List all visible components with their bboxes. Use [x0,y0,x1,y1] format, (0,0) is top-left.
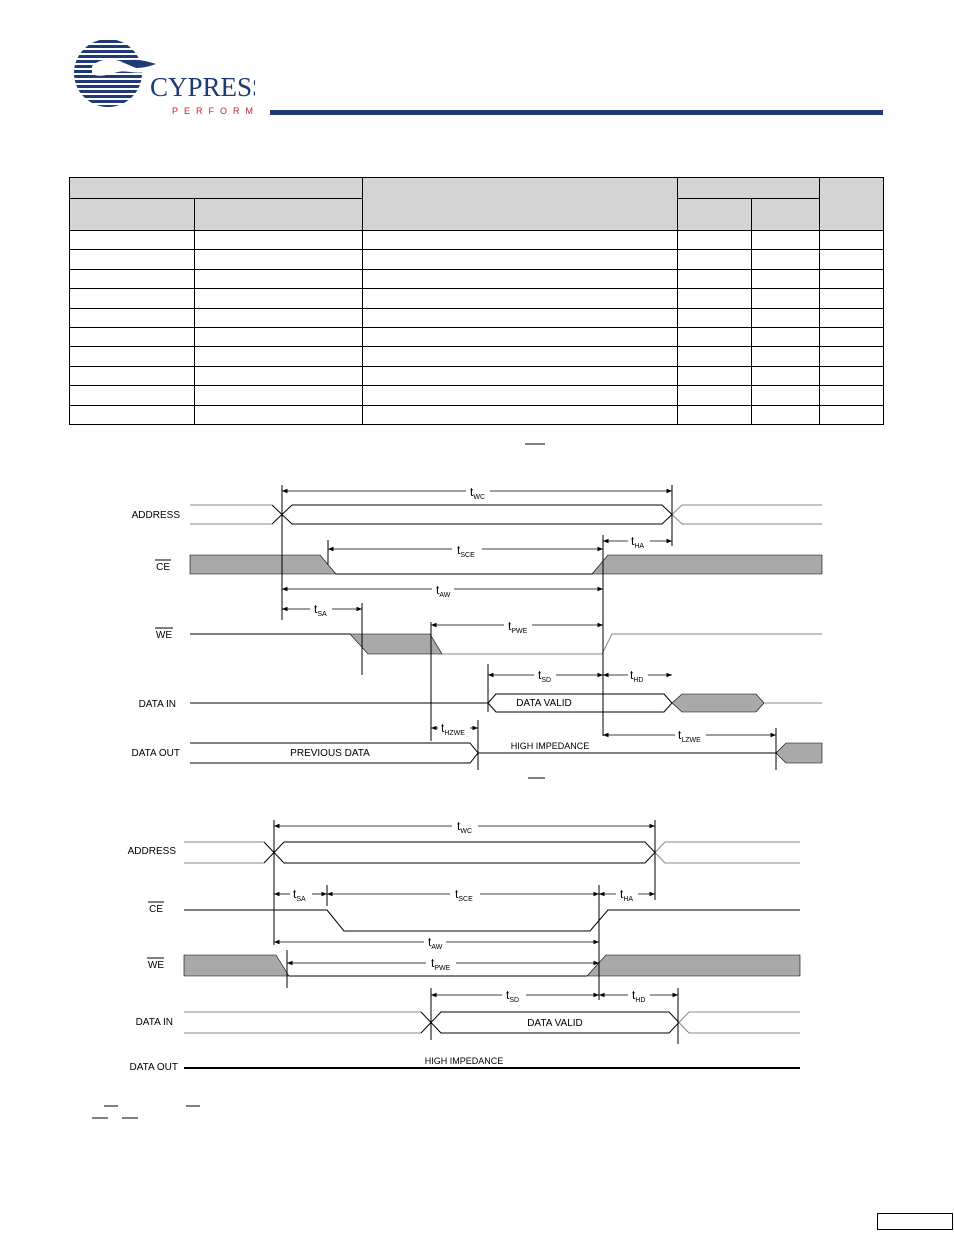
spec-table [69,177,884,426]
data-valid-label: DATA VALID [527,1018,583,1029]
table-header-row [69,198,884,231]
svg-text:CYPRESS: CYPRESS [150,72,255,102]
data-in-label: DATA IN [139,699,176,710]
data-out-label: DATA OUT [129,1062,178,1073]
header-rule [270,110,883,115]
reference-lines [273,820,679,1044]
tlzwe-label: tLZWE [678,728,701,744]
table-row [69,249,884,270]
tsa-label: tSA [293,887,306,903]
taw-label: tAW [436,583,451,599]
twc-label: tWC [470,485,485,501]
twc-label: tWC [457,819,472,835]
address-label: ADDRESS [132,510,181,521]
data-out-label: DATA OUT [131,748,180,759]
table-row [69,229,884,251]
table-header-cell [194,198,363,231]
ce-waveform [184,909,800,932]
address-waveform [190,504,822,525]
cypress-logo: CYPRESS PERFORM [74,40,255,116]
previous-data-label: PREVIOUS DATA [290,748,370,759]
table-row [69,307,884,328]
table-header-cell [69,198,195,231]
table-row [69,385,884,406]
table-row [69,404,884,426]
footnote-overbars [92,1105,200,1119]
tha-label: tHA [631,534,644,550]
write-cycle-diagram-2: ADDRESS CE WE DATA IN DATA OUT [128,819,801,1073]
table-header-cell [819,177,884,231]
thd-label: tHD [632,988,645,1004]
we-waveform [190,633,822,655]
we-label: WE [148,960,164,971]
we-label: WE [156,630,172,641]
tsa-label: tSA [314,602,327,618]
tpwe-label: tPWE [431,956,451,972]
high-impedance-label: HIGH IMPEDANCE [425,1056,504,1066]
timing-labels: tWC tSA tSCE tHA tAW tPWE tSD tHD [293,819,645,1004]
page-number-box [877,1213,953,1230]
svg-text:PERFORM: PERFORM [172,106,255,116]
high-impedance-label: HIGH IMPEDANCE [511,741,590,751]
table-header-cell [362,177,678,231]
tsd-label: tSD [506,988,519,1004]
ce-label: CE [149,904,163,915]
data-out-waveform: PREVIOUS DATA HIGH IMPEDANCE [190,741,823,764]
tsd-label: tSD [538,668,551,684]
tpwe-label: tPWE [508,619,528,635]
globe-icon [74,40,142,107]
data-out-waveform: HIGH IMPEDANCE [184,1056,800,1069]
table-header-cell [677,177,820,199]
ce-waveform [189,554,823,575]
timing-arrows [274,823,678,998]
write-cycle-diagram-1: ADDRESS CE WE DATA IN DATA OUT [131,485,823,770]
data-in-waveform: DATA VALID [184,1011,800,1034]
tsce-label: tSCE [457,543,475,559]
thd-label: tHD [630,668,643,684]
table-row [69,365,884,387]
tsce-label: tSCE [455,887,473,903]
address-waveform [184,841,800,864]
ce-label: CE [156,562,170,573]
thzwe-label: tHZWE [441,721,465,737]
tha-label: tHA [620,887,633,903]
table-row [69,288,884,309]
taw-label: tAW [428,935,443,951]
address-label: ADDRESS [128,846,177,857]
reference-lines [281,485,777,770]
data-valid-label: DATA VALID [516,698,572,709]
timing-labels: tWC tSCE tHA tAW tSA tPWE tSD tHD tHZWE … [314,485,701,744]
table-header-row [69,177,884,231]
table-header-cell [751,198,820,231]
data-in-waveform: DATA VALID [190,693,822,713]
we-waveform [183,954,801,977]
timing-arrows [282,488,776,738]
table-header-cell [677,198,752,231]
data-in-label: DATA IN [136,1017,173,1028]
table-row [69,326,884,348]
